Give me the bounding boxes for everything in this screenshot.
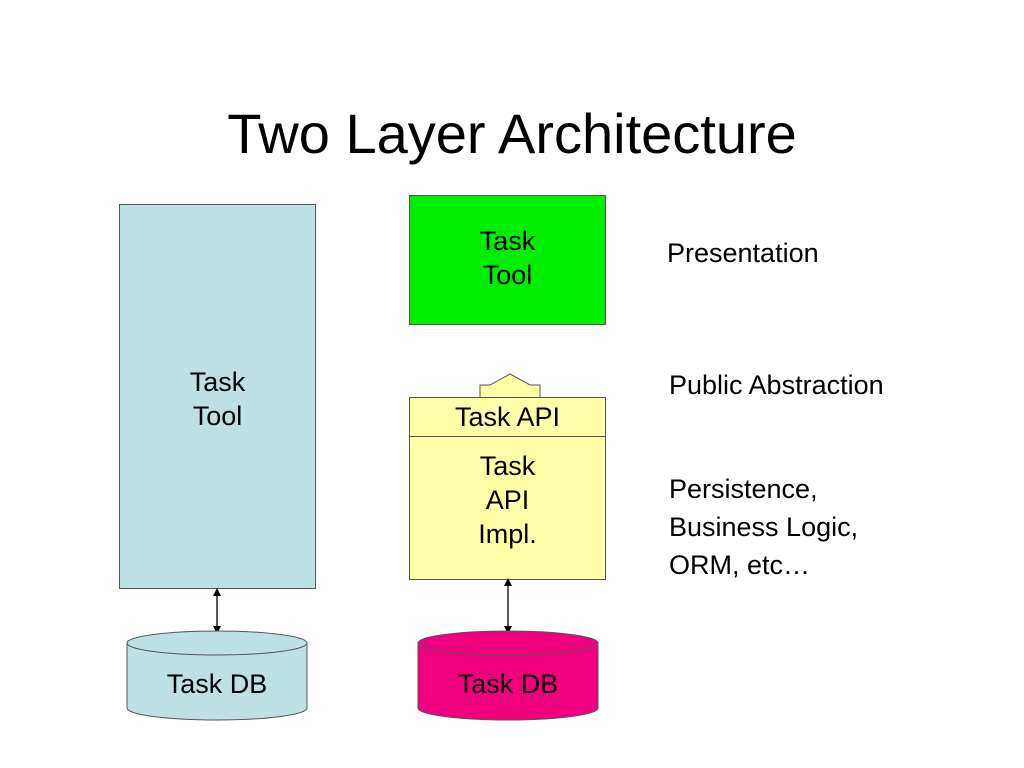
layer-label-persistence: Persistence, Business Logic, ORM, etc… — [669, 474, 859, 580]
left-task-tool-box: Task Tool — [119, 204, 316, 589]
layer-label-presentation: Presentation — [667, 238, 819, 268]
api-divider — [410, 436, 605, 437]
task-api-label: Task API — [454, 402, 561, 432]
left-task-tool-label: Task Tool — [189, 367, 246, 431]
task-api-impl-label: Task API Impl. — [478, 451, 537, 549]
left-task-db-cylinder — [126, 630, 308, 721]
right-task-db-label: Task DB — [457, 669, 559, 699]
layer-label-public-abstraction: Public Abstraction — [669, 370, 884, 400]
left-task-db-label: Task DB — [166, 669, 268, 699]
right-task-db-cylinder — [417, 630, 599, 721]
up-arrow-shape — [479, 373, 541, 397]
task-api-impl-box: Task API Task API Impl. — [409, 397, 606, 580]
presentation-task-tool-box: Task Tool — [409, 195, 606, 325]
presentation-task-tool-label: Task Tool — [479, 226, 536, 290]
page-title: Two Layer Architecture — [227, 102, 797, 165]
